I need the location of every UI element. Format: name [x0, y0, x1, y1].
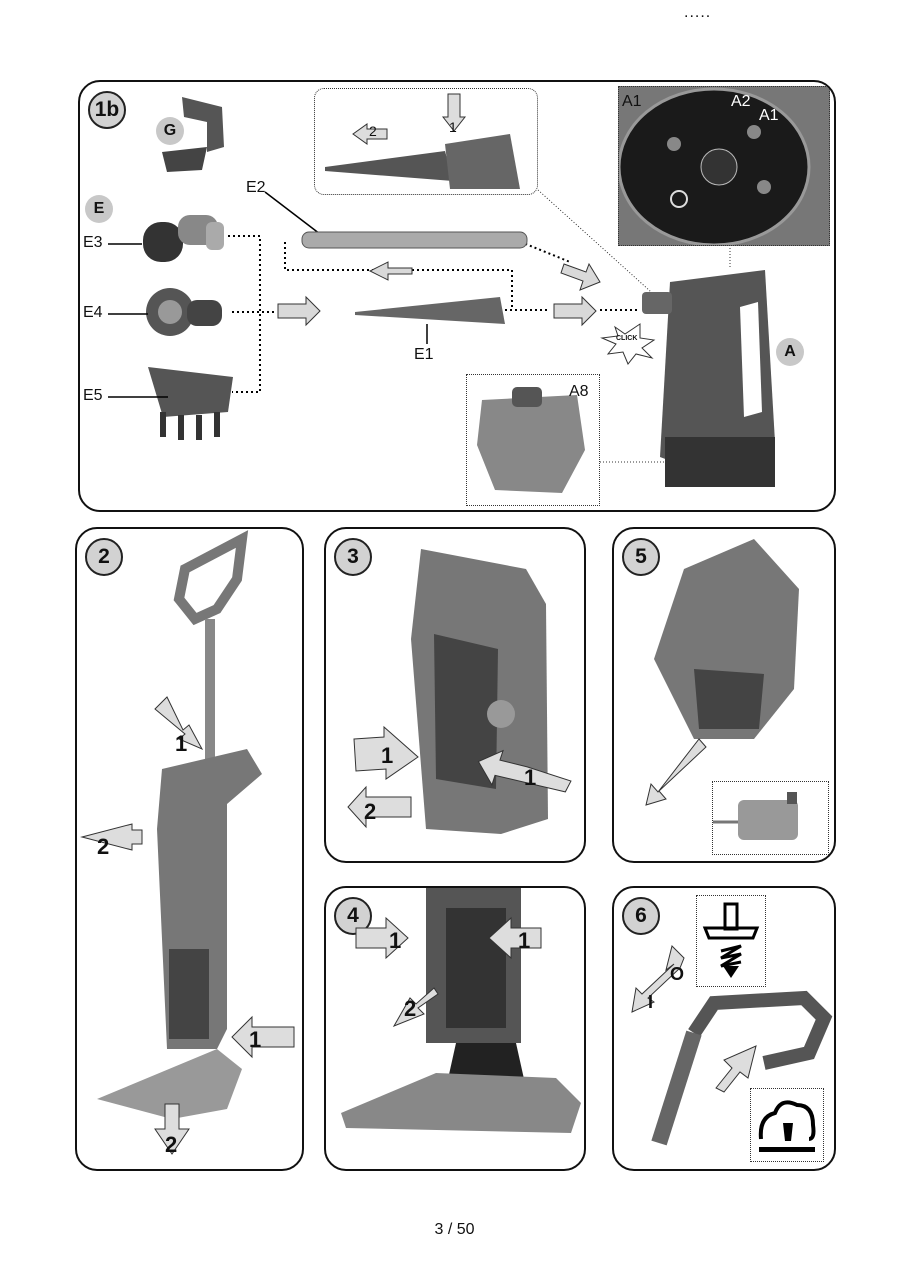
- panel-6: 6 O I: [612, 886, 836, 1171]
- spray-mode-detail-box: [696, 895, 766, 987]
- label-e5: E5: [83, 387, 103, 404]
- label-g: G: [156, 117, 184, 145]
- panel2-step-2b: 2: [165, 1132, 178, 1157]
- steam-cloud-icon: [758, 1100, 816, 1152]
- label-a: A: [776, 338, 804, 366]
- unit-underside-image: [645, 539, 799, 806]
- label-a8: A8: [569, 383, 589, 400]
- brush-e3-image: [138, 207, 228, 267]
- panel-badge-5: 5: [622, 538, 660, 576]
- brush-e4-image: [142, 280, 232, 340]
- panel2-step-1b: 1: [249, 1027, 262, 1052]
- handheld-unit-a-image: [640, 262, 790, 492]
- panel3-step-2: 2: [364, 799, 377, 824]
- label-a1: A1: [622, 93, 642, 110]
- panel-badge-6: 6: [622, 897, 660, 935]
- step-arrow-2: 2: [369, 123, 377, 139]
- header-dots: .....: [684, 4, 712, 21]
- label-click: CLICK: [616, 335, 638, 342]
- panel3-step-1b: 1: [524, 765, 537, 790]
- panel2-step-2a: 2: [97, 834, 110, 859]
- label-e: E: [85, 195, 113, 223]
- label-a2: A2: [731, 93, 751, 110]
- panel6-step-o: O: [670, 964, 685, 984]
- bracket-g-image: [162, 92, 232, 172]
- spray-nozzle-icon: [702, 902, 760, 978]
- page-number: 3 / 50: [434, 1221, 475, 1238]
- label-e3: E3: [83, 234, 103, 251]
- panel-badge-1b: 1b: [88, 91, 126, 129]
- nozzle-e5-image: [138, 357, 248, 447]
- handle-image: [631, 945, 833, 1146]
- label-a1-right: A1: [759, 107, 779, 124]
- panel-1b: 1b G E E3 E4 E5 E2 E1: [78, 80, 836, 512]
- panel-3: 3 1 1 2: [324, 527, 586, 863]
- steam-mop-image: [80, 530, 295, 1155]
- panel-badge-4: 4: [334, 897, 372, 935]
- filter-detail-box: [712, 781, 829, 855]
- panel4-step-1b: 1: [518, 928, 531, 953]
- panel4-step-2: 2: [404, 996, 417, 1021]
- step-arrow-1: 1: [449, 119, 457, 135]
- connection-lines: [108, 189, 731, 463]
- panel3-step-1a: 1: [381, 743, 394, 768]
- panel-badge-3: 3: [334, 538, 372, 576]
- label-e2: E2: [246, 179, 266, 196]
- panel-4: 4 1 1 2: [324, 886, 586, 1171]
- panel-2: 2 1 2 1 2: [75, 527, 304, 1171]
- tank-detail-box: A8: [466, 374, 600, 506]
- handheld-unit-image: [347, 549, 572, 834]
- steam-mode-detail-box: [750, 1088, 824, 1162]
- nozzle-detail-box: 2 1: [314, 88, 538, 195]
- panel4-step-1a: 1: [389, 928, 402, 953]
- panel-5: 5: [612, 527, 836, 863]
- label-e1: E1: [414, 346, 434, 363]
- panel-badge-2: 2: [85, 538, 123, 576]
- panel6-step-i: I: [648, 992, 654, 1012]
- panel2-step-1a: 1: [175, 731, 188, 756]
- label-e4: E4: [83, 304, 103, 321]
- base-attach-image: [341, 888, 581, 1133]
- control-panel-detail-box: A1 A2 A1: [618, 86, 830, 246]
